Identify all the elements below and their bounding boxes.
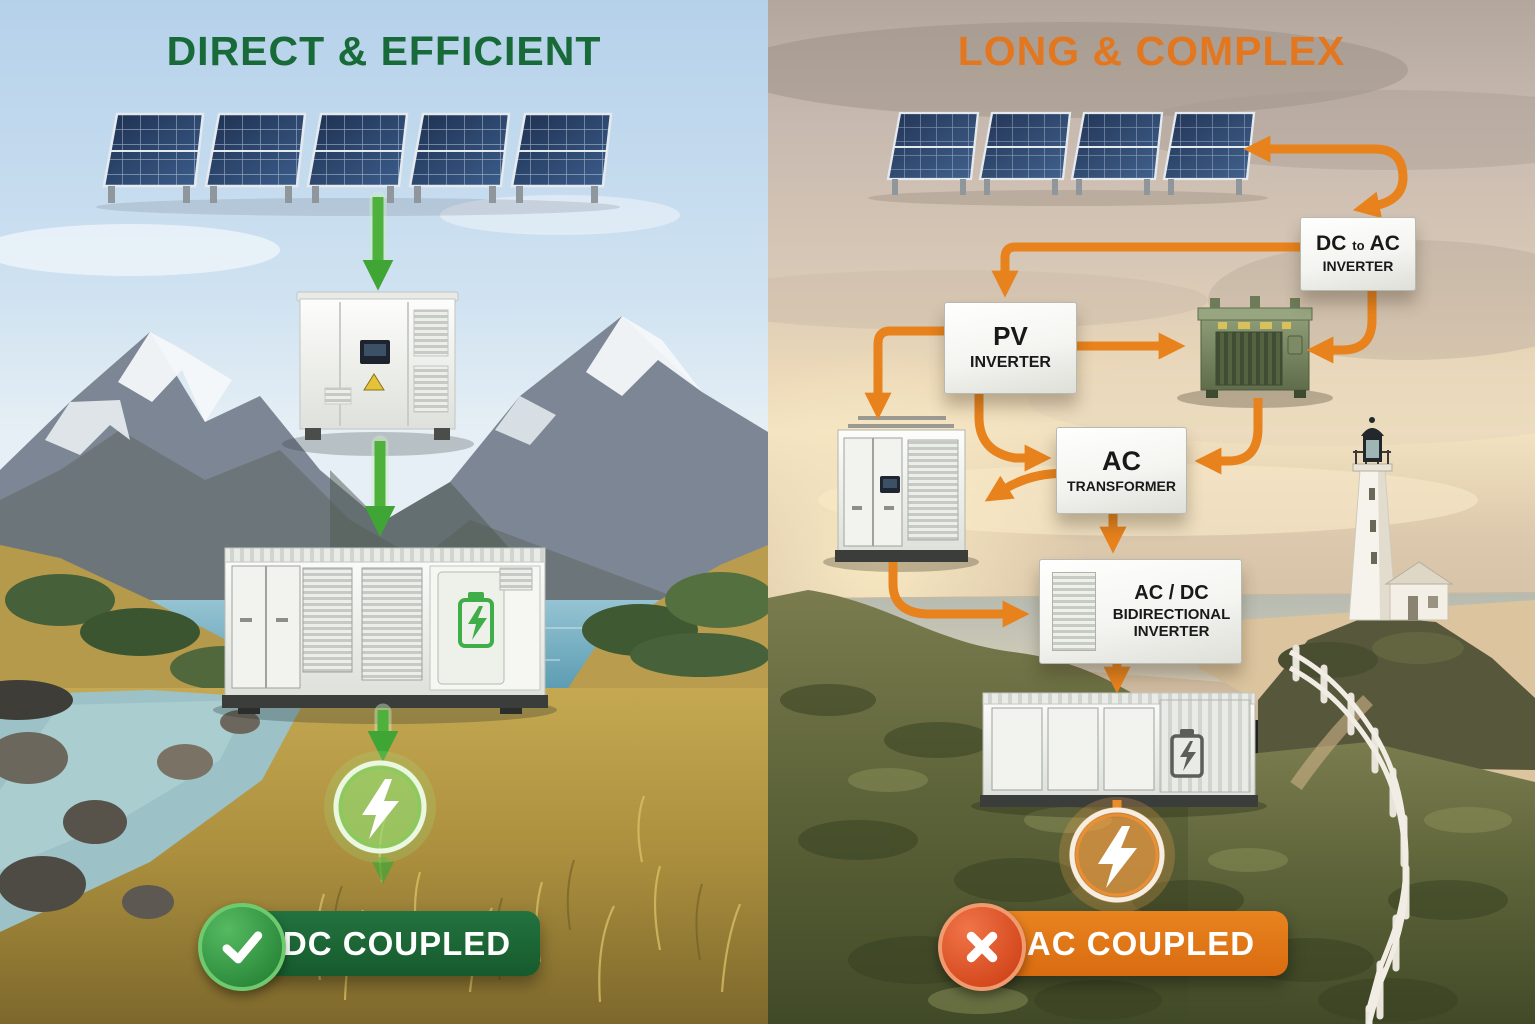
inverter-cabinet bbox=[282, 291, 474, 456]
bidir-line1: AC / DC bbox=[1134, 581, 1209, 604]
ac-transformer-box: AC TRANSFORMER bbox=[1056, 427, 1187, 514]
scrub-highlights bbox=[848, 768, 1512, 1014]
bolt-icon bbox=[362, 779, 399, 839]
ac-coupled-label: AC COUPLED bbox=[1026, 924, 1256, 962]
dc-coupled-label: DC COUPLED bbox=[282, 924, 512, 962]
pv-inverter-box: PV INVERTER bbox=[944, 302, 1077, 394]
array-shadow bbox=[868, 190, 1268, 206]
pv-line1: PV bbox=[993, 321, 1028, 352]
storage-unit bbox=[823, 416, 979, 572]
orange-flow-arrows bbox=[864, 135, 1408, 808]
pv-line2: INVERTER bbox=[970, 354, 1051, 372]
left-landscape bbox=[0, 0, 768, 1024]
left-title: DIRECT & EFFICIENT bbox=[166, 28, 602, 74]
dcac-line2: INVERTER bbox=[1322, 258, 1394, 275]
battery-container bbox=[971, 692, 1267, 818]
check-icon bbox=[198, 903, 286, 991]
dcac-word-to: to bbox=[1352, 238, 1365, 254]
dc-coupled-panel: DIRECT & EFFICIENT DC COUPLED bbox=[0, 0, 768, 1024]
actx-line2: TRANSFORMER bbox=[1067, 478, 1176, 495]
battery-icon bbox=[458, 592, 494, 648]
energy-circle-orange bbox=[1059, 797, 1175, 913]
dcac-word-ac: AC bbox=[1369, 232, 1400, 256]
lighthouse-headland bbox=[1258, 616, 1535, 770]
actx-line1: AC bbox=[1102, 445, 1141, 476]
dc-coupled-badge: DC COUPLED bbox=[198, 903, 540, 991]
dc-to-ac-inverter-box: DC to AC INVERTER bbox=[1300, 217, 1416, 291]
stream-and-rocks bbox=[0, 680, 305, 932]
dcac-word-dc: DC bbox=[1316, 232, 1347, 256]
bidir-line3: INVERTER bbox=[1133, 623, 1210, 640]
battery-icon bbox=[1170, 729, 1204, 778]
lighthouse bbox=[1348, 417, 1454, 621]
ac-dc-bidirectional-inverter-box: AC / DC BIDIRECTIONAL INVERTER bbox=[1039, 559, 1242, 664]
array-shadow bbox=[96, 198, 620, 216]
vent-louver bbox=[1052, 572, 1096, 651]
battery-container bbox=[213, 547, 557, 724]
fence bbox=[1288, 644, 1410, 1024]
ac-coupled-badge: AC COUPLED bbox=[938, 903, 1288, 991]
bidir-line2: BIDIRECTIONAL bbox=[1112, 605, 1231, 623]
ac-coupled-panel: LONG & COMPLEX DC to AC INVERTER PV INVE… bbox=[768, 0, 1535, 1024]
energy-circle-green bbox=[324, 751, 436, 863]
right-title: LONG & COMPLEX bbox=[957, 28, 1346, 74]
bolt-icon bbox=[1098, 826, 1137, 888]
right-landscape bbox=[768, 0, 1535, 1024]
dcac-line1: DC to AC bbox=[1316, 233, 1400, 255]
green-flow-arrows bbox=[362, 191, 399, 884]
x-icon bbox=[938, 903, 1026, 991]
